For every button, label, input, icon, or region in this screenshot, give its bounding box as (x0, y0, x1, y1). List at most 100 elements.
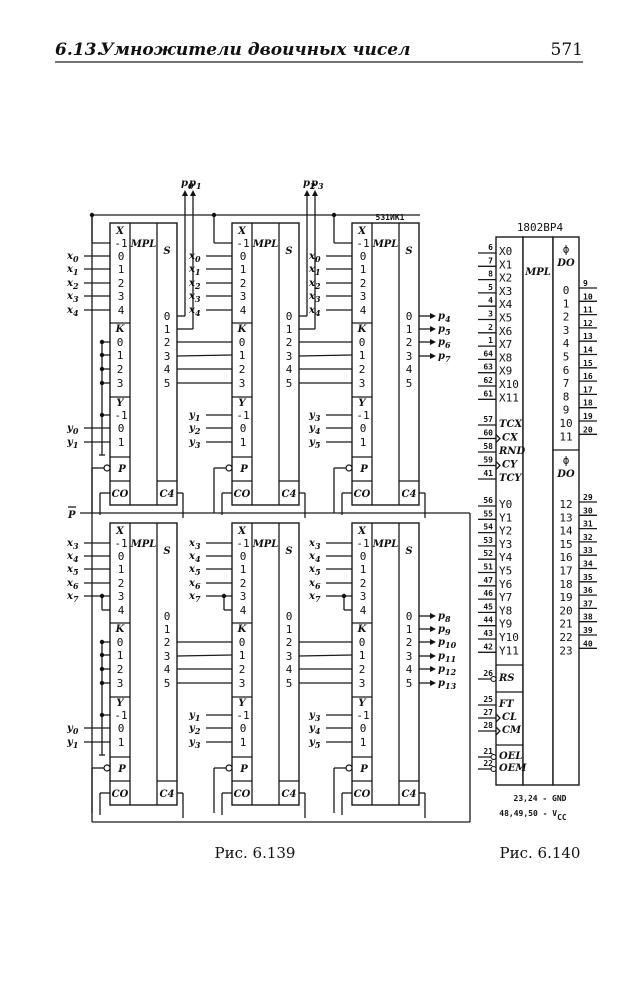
pin-label: X1 (499, 258, 512, 271)
s-port-pin: 2 (164, 336, 171, 349)
x-input-label: x6 (188, 578, 201, 591)
junction-dot (99, 712, 105, 718)
pin-number: 38 (583, 613, 593, 622)
y-port-header: Y (358, 698, 366, 709)
carry-out-label: C4 (402, 489, 417, 500)
k-port-pin: 0 (359, 336, 366, 349)
x-port-header: X (237, 226, 247, 237)
x-port-pin: -1 (356, 237, 369, 250)
s-port-pin: 4 (406, 663, 413, 676)
k-port-header: K (237, 624, 248, 635)
x-port-pin: 4 (360, 604, 367, 617)
p-input-label: P (117, 764, 126, 775)
k-port-pin: 1 (239, 649, 246, 662)
page-number: 571 (551, 40, 583, 60)
output-bit-label: 5 (563, 351, 570, 364)
x-input-label: x3 (188, 538, 201, 551)
block-outline (231, 522, 300, 806)
p-input-label: P (359, 764, 368, 775)
s-port-pin: 5 (164, 377, 171, 390)
block-outline (351, 222, 420, 506)
chip-title: 1802BP4 (517, 221, 564, 234)
y-port-header: Y (116, 698, 124, 709)
x-port-pin: 4 (360, 304, 367, 317)
arrow-head-icon (190, 190, 196, 196)
sum-to-k-wire (298, 354, 353, 357)
pin-number: 13 (583, 332, 593, 341)
multiplier-block-1: X-101234K0123Y-101PCOMPLS012345C4x0x1x2x… (66, 178, 202, 518)
output-bit-label: 9 (563, 404, 570, 417)
inverter-bubble-icon (103, 764, 111, 772)
pin-label: CL (502, 712, 517, 723)
pin-label: TCY (499, 473, 522, 484)
s-port-pin: 1 (164, 323, 171, 336)
pin-number: 55 (483, 509, 493, 518)
x-input-label: x1 (66, 264, 79, 277)
k-port-pin: 1 (359, 349, 366, 362)
product-output-label: p2 (303, 178, 316, 191)
junction-dot (99, 339, 105, 345)
junction-dot (99, 666, 105, 672)
block-outline (109, 522, 178, 806)
carry-in-label: CO (234, 489, 251, 500)
pin-number: 6 (488, 243, 493, 252)
pin-number: 17 (583, 385, 593, 394)
sum-to-k-wire (298, 654, 353, 657)
output-bit-label: 10 (559, 417, 572, 430)
inverter-bubble-icon (225, 464, 233, 472)
s-port-pin: 1 (286, 323, 293, 336)
s-port-pin: 4 (164, 363, 171, 376)
x-input-label: x5 (188, 564, 201, 577)
output-bit-label: 6 (563, 364, 570, 377)
phi-symbol: ϕ (563, 454, 570, 467)
s-port-pin: 0 (406, 310, 413, 323)
s-port-pin: 3 (406, 650, 413, 663)
figure-6-139-caption: Рис. 6.139 (215, 844, 296, 862)
s-port-header: S (163, 546, 170, 557)
s-port-pin: 2 (406, 636, 413, 649)
chip-output-pin: 817 (563, 385, 597, 403)
pin-label: TCX (499, 419, 523, 430)
pin-label: X8 (499, 351, 512, 364)
s-port-header: S (405, 546, 412, 557)
pin-number: 28 (483, 721, 493, 730)
k-port-pin: 1 (117, 349, 124, 362)
multiplier-block-3: X-101234K0123Y-101PCOMPLS012345C4x0x1x2x… (298, 212, 451, 518)
s-port-header: S (405, 246, 412, 257)
pin-label: Y11 (499, 644, 519, 657)
pin-label: CM (502, 725, 522, 736)
pin-number: 36 (583, 586, 593, 595)
product-output-label: p8 (438, 611, 451, 624)
output-bit-label: 16 (559, 551, 572, 564)
product-output-label: p5 (438, 324, 451, 337)
arrow-head-icon (430, 680, 436, 686)
clock-edge-icon (495, 726, 501, 736)
arrow-head-icon (304, 190, 310, 196)
x-input-label: x0 (66, 251, 79, 264)
pin-number: 4 (488, 296, 493, 305)
product-output-label: p11 (438, 651, 456, 664)
p-bar-label: P (67, 510, 76, 521)
x-port-header: X (357, 526, 367, 537)
pin-label: Y8 (499, 604, 512, 617)
x-port-pin: 2 (240, 577, 247, 590)
s-port-pin: 4 (286, 363, 293, 376)
pin-number: 63 (483, 363, 493, 372)
s-port-pin: 1 (406, 323, 413, 336)
pin-label: Y7 (499, 591, 512, 604)
pin-number: 60 (483, 429, 493, 438)
pin-number: 26 (483, 669, 493, 678)
arrow-head-icon (430, 639, 436, 645)
